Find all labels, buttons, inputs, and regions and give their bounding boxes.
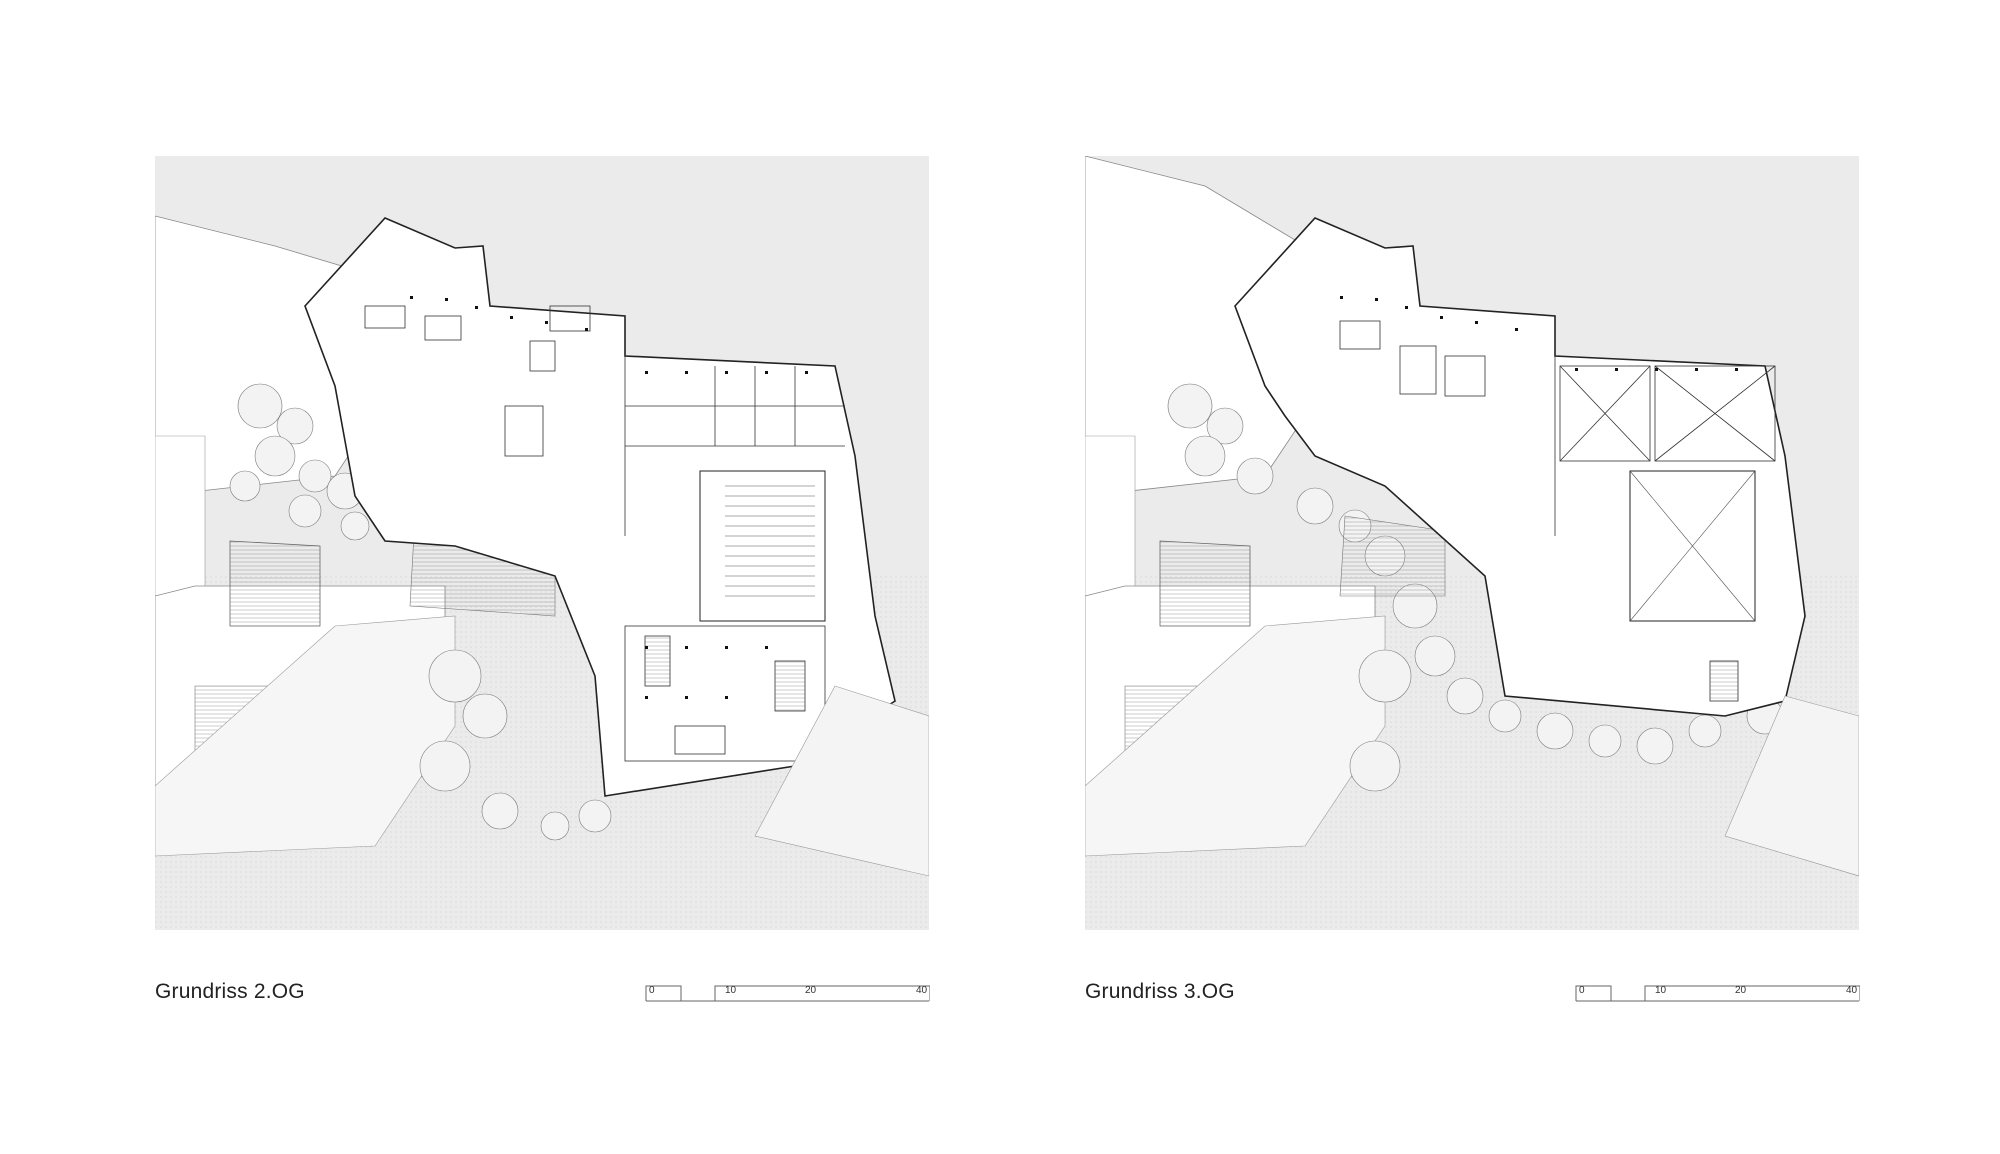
terrain	[1724, 695, 1859, 877]
staircase	[644, 635, 671, 687]
auditorium	[699, 470, 826, 622]
scale-bar-3og: 0 10 20 40	[1575, 984, 1860, 1002]
scale-tick-label: 20	[1735, 985, 1747, 996]
outdoor-stairs	[1339, 515, 1446, 597]
context-building	[1085, 435, 1136, 607]
stair-block	[229, 540, 321, 627]
scale-tick-label: 20	[805, 985, 817, 996]
auditorium-seating	[725, 485, 815, 597]
stair-block	[1159, 540, 1251, 627]
floor-plan-2og	[155, 156, 929, 930]
scale-tick-label: 40	[916, 985, 928, 996]
columns	[1340, 296, 1738, 371]
scale-tick-label: 10	[1655, 985, 1667, 996]
context-building	[155, 435, 206, 607]
bar	[674, 725, 726, 755]
scale-bar-graphic	[645, 985, 930, 1002]
auditorium-void	[1629, 470, 1756, 622]
tree-group	[229, 383, 612, 841]
scale-tick-label: 0	[1579, 985, 1585, 996]
floor-plan-3og	[1085, 156, 1859, 930]
plan-caption-2og: Grundriss 2.OG	[155, 980, 305, 1003]
floor-plan-3og-drawing	[1085, 156, 1859, 930]
plan-caption-3og: Grundriss 3.OG	[1085, 980, 1235, 1003]
staircase	[1709, 660, 1739, 702]
floor-plan-2og-drawing	[155, 215, 929, 930]
scale-tick-label: 10	[725, 985, 737, 996]
scale-tick-label: 40	[1846, 985, 1858, 996]
interior-walls	[364, 305, 845, 536]
roof	[1085, 615, 1386, 857]
scale-bar-2og: 0 10 20 40	[645, 984, 930, 1002]
scale-tick-label: 0	[649, 985, 655, 996]
terrain	[754, 685, 929, 877]
interior-walls	[1339, 320, 1776, 536]
roof	[155, 615, 456, 857]
columns	[410, 296, 808, 699]
scale-bar-graphic	[1575, 985, 1860, 1002]
foyer	[624, 625, 826, 762]
staircase	[774, 660, 806, 712]
